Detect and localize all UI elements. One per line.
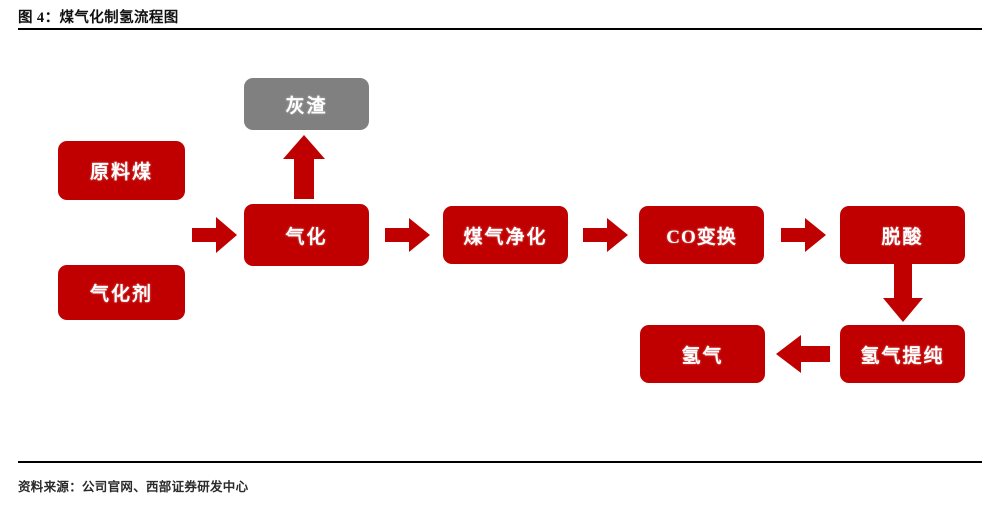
node-hydrogen-purification-label: 氢气提纯 [860,345,945,367]
node-hydrogen-purification[interactable]: 氢气提纯 [840,325,965,383]
node-raw-coal-label: 原料煤 [89,162,153,183]
node-co-shift-label: CO变换 [666,226,737,248]
footer-divider [18,461,982,463]
arrow-up-to-ash-slag [283,135,325,199]
node-gasification[interactable]: 气化 [244,204,369,266]
arrow-right-to-deacidification [781,218,826,252]
node-co-shift[interactable]: CO变换 [639,206,764,264]
node-hydrogen-label: 氢气 [681,345,724,367]
node-deacidification[interactable]: 脱酸 [840,206,965,264]
node-gas-purification[interactable]: 煤气净化 [443,206,568,264]
node-ash-slag[interactable]: 灰渣 [244,78,369,130]
node-gasifying-agent[interactable]: 气化剂 [58,265,185,320]
node-deacidification-label: 脱酸 [881,226,924,248]
arrow-left-to-hydrogen [776,335,830,373]
flowchart-canvas: 灰渣 原料煤 气化剂 气化 煤气净化 CO变换 脱酸 氢气提纯 氢气 [0,34,1000,454]
arrow-right-to-gas-purification [385,218,430,252]
arrow-down-to-hydrogen-purification [883,264,923,322]
arrow-right-to-co-shift [583,218,628,252]
node-ash-slag-label: 灰渣 [285,95,328,117]
source-note: 资料来源：公司官网、西部证券研发中心 [18,480,249,494]
node-hydrogen[interactable]: 氢气 [640,325,765,383]
node-gasification-label: 气化 [285,226,328,248]
node-raw-coal[interactable]: 原料煤 [58,141,185,200]
page-title: 图 4：煤气化制氢流程图 [18,10,179,26]
node-gasifying-agent-label: 气化剂 [89,284,153,305]
arrow-right-to-gasification [192,217,237,253]
node-gas-purification-label: 煤气净化 [463,226,548,248]
header-divider [18,28,982,30]
